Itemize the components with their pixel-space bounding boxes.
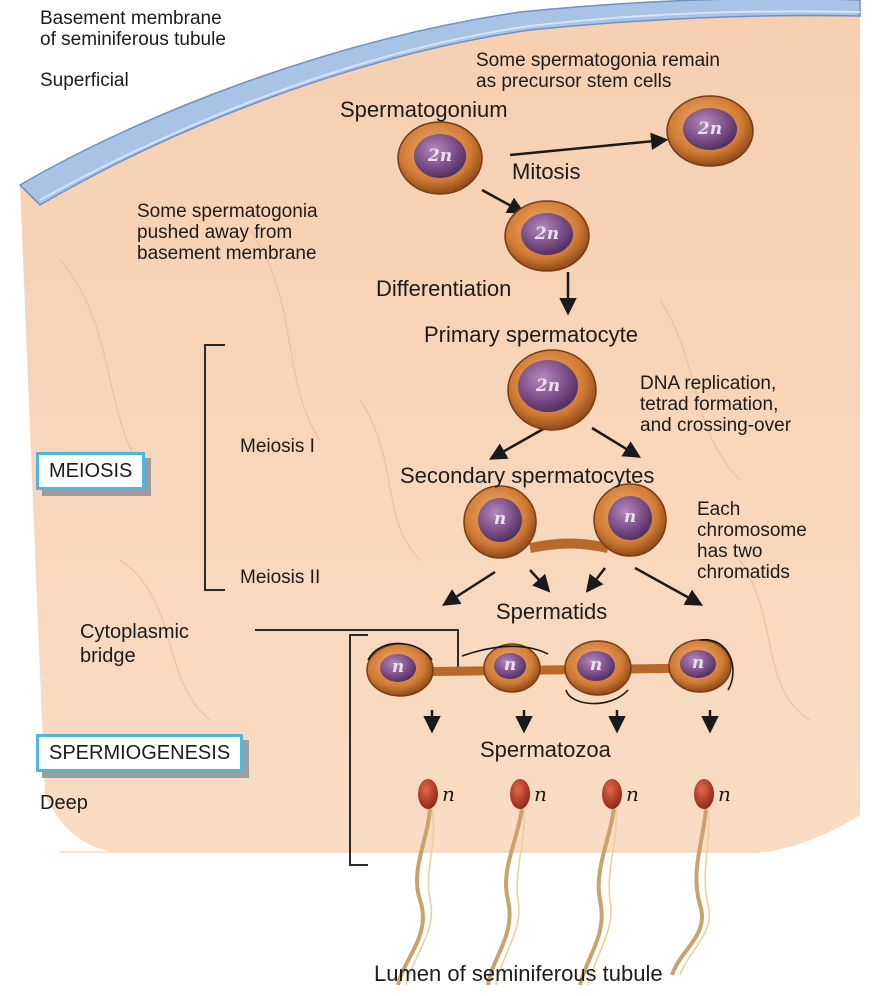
ploidy-label: n [391,657,405,677]
arrow-meiosis2-d [634,566,704,606]
label-primary-spermatocyte: Primary spermatocyte [424,322,638,347]
label-secondary-spermatocytes: Secondary spermatocytes [400,463,655,488]
ploidy-label: n [589,655,603,675]
label-spermatogonium: Spermatogonium [340,97,508,122]
cell-pushed-spermatogonium [504,200,590,272]
spermatozoon-4 [670,779,714,976]
ploidy-label: n [442,782,455,806]
spermiogenesis-box: SPERMIOGENESIS [36,734,244,772]
meiosis-box: MEIOSIS [36,452,146,490]
label-cytoplasmic-bridge: Cytoplasmic bridge [80,621,189,667]
ploidy-label: n [493,509,507,529]
cell-spermatogonium [397,121,483,195]
label-mitosis: Mitosis [512,159,581,184]
arrow-meiosis2-a [442,570,496,606]
label-stem-cells-note: Some spermatogonia remain as precursor s… [476,50,720,92]
ploidy-label: n [626,782,639,806]
ploidy-label: n [534,782,547,806]
label-spermatozoa: Spermatozoa [480,737,611,762]
label-basement-membrane: Basement membrane of seminiferous tubule [40,8,226,50]
spermatozoon-3 [578,779,622,986]
label-differentiation: Differentiation [376,276,512,301]
label-lumen: Lumen of seminiferous tubule [374,961,663,986]
meiosis-bracket [204,344,225,591]
arrows [423,132,719,734]
ploidy-label: n [718,782,731,806]
label-meiosis-ii: Meiosis II [240,567,321,588]
ploidy-label: 2n [535,376,561,396]
spermatozoon-1 [396,779,438,986]
cells-spermatids [366,639,734,705]
ploidy-label: n [503,655,517,675]
label-dna-note: DNA replication, tetrad formation, and c… [640,373,792,436]
arrow-meiosis2-b [529,569,551,593]
arrow-meiosis1-right [591,426,641,458]
arrow-pushed [481,188,526,214]
arrow-meiosis2-c [585,567,606,593]
arrow-mitosis [509,132,669,157]
bridge-leader [255,629,459,668]
cell-stem-spermatogonium [666,95,754,167]
spermatozoa-group [396,779,714,986]
label-chromatids-note: Each chromosome has two chromatids [697,499,807,583]
spermiogenesis-bracket [349,634,368,866]
label-deep: Deep [40,792,88,814]
label-meiosis-i: Meiosis I [240,436,315,457]
arrow-meiosis1-left [488,426,546,460]
basement-membrane [18,0,861,206]
tissue-region [20,0,860,852]
ploidy-label: n [691,653,705,673]
ploidy-label: 2n [697,119,723,139]
label-spermatids: Spermatids [496,599,608,624]
ploidy-label: 2n [427,146,453,166]
ploidy-label: 2n [534,224,560,244]
label-superficial: Superficial [40,70,129,91]
ploidy-label: n [623,507,637,527]
spermatozoon-2 [486,779,530,986]
label-pushed-away-note: Some spermatogonia pushed away from base… [137,201,318,264]
cells-secondary-spermatocytes [463,483,667,559]
cell-primary-spermatocyte [507,349,597,431]
